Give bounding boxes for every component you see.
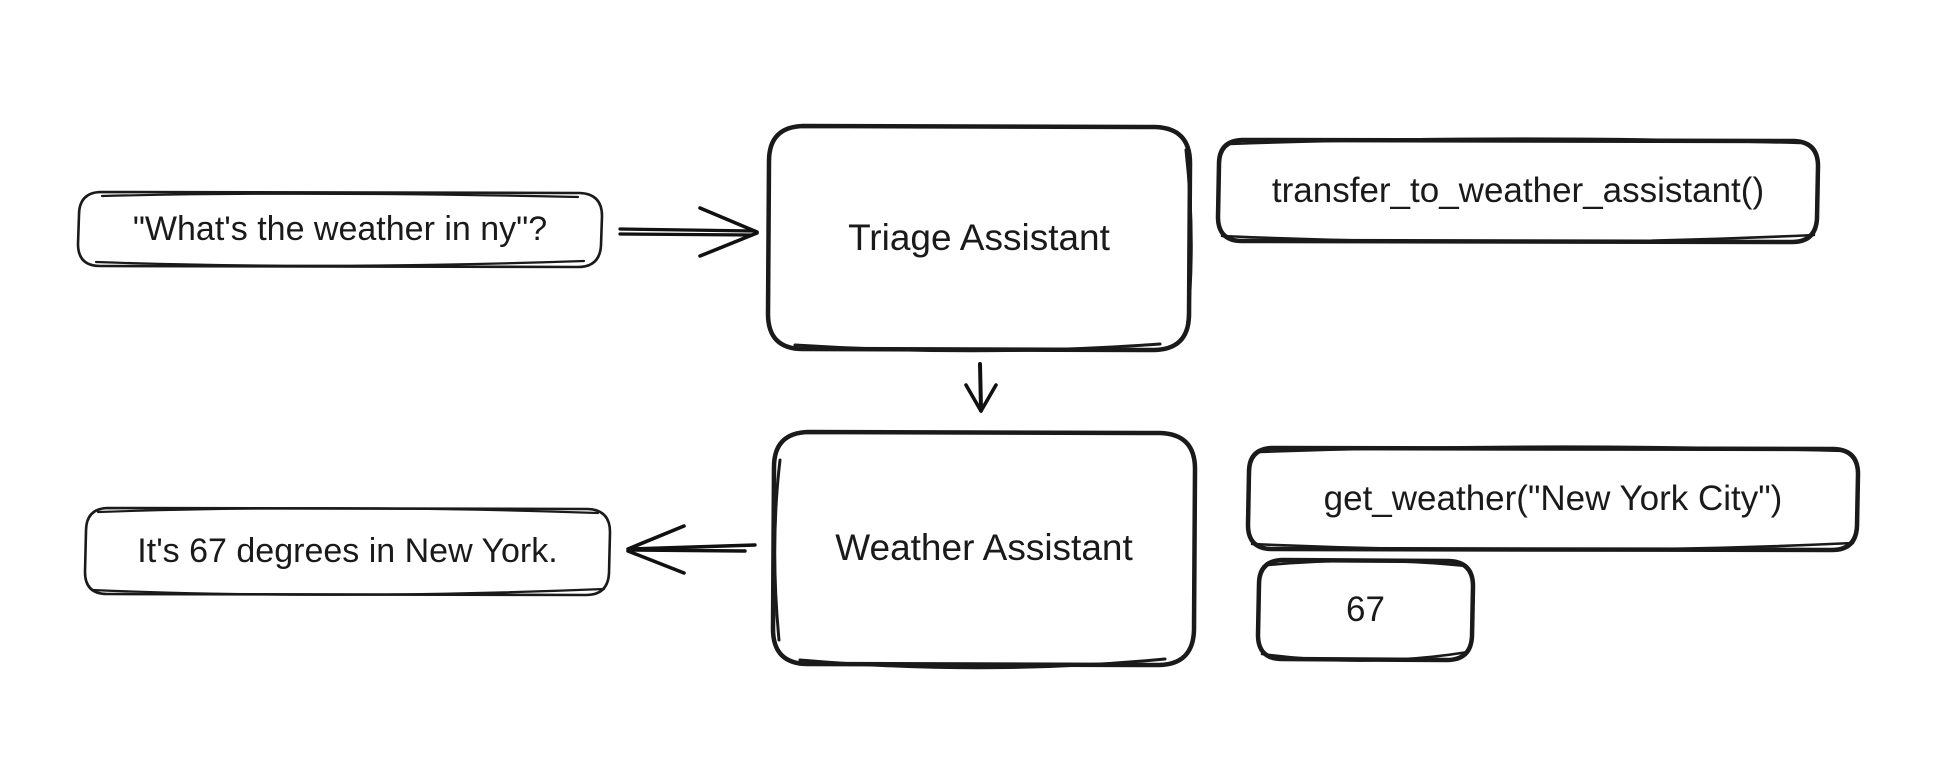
weather-assistant-label: Weather Assistant <box>835 527 1133 569</box>
get-weather-tool-call-label: get_weather("New York City") <box>1323 478 1783 518</box>
transfer-tool-call-box[interactable]: transfer_to_weather_assistant() <box>1218 140 1818 242</box>
assistant-answer-text: It's 67 degrees in New York. <box>137 531 558 570</box>
arrow-triage-to-weather <box>964 362 998 413</box>
tool-result-value: 67 <box>1346 589 1385 629</box>
get-weather-tool-call-box[interactable]: get_weather("New York City") <box>1248 448 1858 550</box>
transfer-tool-call-label: transfer_to_weather_assistant() <box>1271 170 1765 210</box>
assistant-answer-bubble[interactable]: It's 67 degrees in New York. <box>85 508 610 595</box>
triage-assistant-node[interactable]: Triage Assistant <box>768 126 1190 350</box>
tool-result-chip[interactable]: 67 <box>1258 560 1473 660</box>
arrow-question-to-triage <box>618 206 759 258</box>
weather-assistant-node[interactable]: Weather Assistant <box>773 432 1195 665</box>
user-question-text: "What's the weather in ny"? <box>132 210 548 249</box>
triage-assistant-label: Triage Assistant <box>848 216 1110 258</box>
arrow-weather-to-answer <box>626 524 757 575</box>
user-question-bubble[interactable]: "What's the weather in ny"? <box>78 192 602 268</box>
